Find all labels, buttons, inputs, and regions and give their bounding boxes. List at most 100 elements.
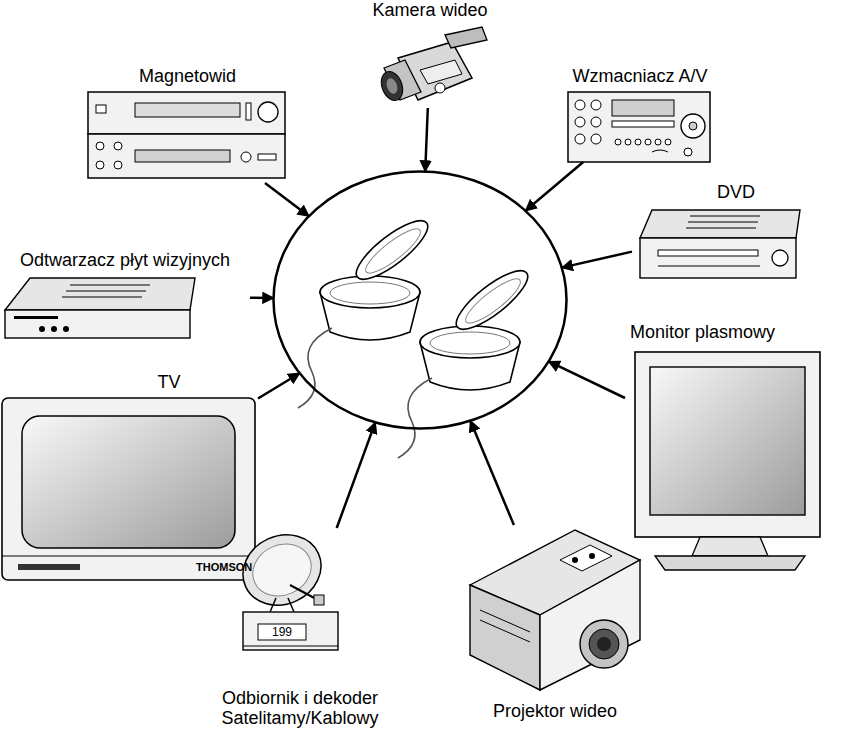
videodisc-player-drawing [39, 326, 45, 332]
arrow-connector [250, 296, 274, 299]
arrow-connector [562, 252, 632, 268]
vcr-drawing [96, 161, 104, 169]
amplifier-drawing [575, 134, 585, 144]
vcr-node: Magnetowid [85, 66, 290, 183]
monitor-node: Monitor plasmowy [625, 322, 830, 572]
projector-drawing [480, 610, 530, 632]
projector-drawing [470, 585, 540, 690]
amplifier-drawing [591, 117, 601, 127]
tv-drawing [2, 398, 255, 580]
projector-drawing [572, 557, 578, 563]
amplifier-drawing [652, 150, 668, 152]
videodisc-player-drawing [62, 297, 142, 298]
plasma-monitor-drawing [635, 352, 820, 537]
dvd-player-drawing [686, 228, 756, 229]
device-label: Projektor wideo [493, 701, 617, 722]
device-label: Magnetowid [139, 66, 236, 87]
amplifier-drawing [665, 139, 671, 145]
arrow-connector [549, 361, 625, 398]
plasma-monitor-drawing [650, 367, 805, 515]
amplifier-drawing [625, 139, 631, 145]
amplifier-drawing [575, 100, 585, 110]
satellite-receiver-drawing [243, 612, 338, 650]
satellite-receiver-drawing [244, 535, 320, 606]
hub-circle [272, 170, 568, 430]
amplifier-drawing [612, 121, 674, 127]
vcr-drawing [114, 161, 122, 169]
amplifier-node: Wzmacniacz A/V [562, 66, 718, 162]
device-label: Odtwarzacz płyt wizyjnych [20, 250, 230, 271]
videodisc-player-drawing [66, 291, 146, 292]
satellite-receiver-drawing [258, 624, 306, 640]
arrow-connector [258, 373, 300, 398]
camcorder-drawing [377, 27, 487, 104]
projector-drawing [540, 560, 640, 690]
vcr-drawing [88, 92, 285, 134]
videodisc-player-drawing [5, 310, 190, 338]
camcorder-drawing [377, 68, 406, 103]
videodisc-player-drawing [51, 326, 57, 332]
arrow-connector [265, 183, 309, 216]
camcorder-node: Kamera wideo [355, 0, 505, 108]
vcr-drawing [88, 134, 285, 178]
tv-drawing [2, 398, 255, 580]
dvd-player-drawing [658, 250, 758, 256]
projector-drawing [470, 530, 640, 690]
arrow-connector [470, 421, 514, 525]
vcr-drawing [114, 142, 122, 150]
dvd-player-drawing [640, 210, 800, 238]
videodisc-player-drawing [14, 316, 58, 319]
dvd-player-drawing [688, 222, 758, 223]
device-label: TV [157, 372, 180, 393]
arrow-connector [525, 162, 583, 211]
tv-drawing [22, 416, 235, 548]
device-label: Odbiornik i dekoder Satelitamy/Kablowy [210, 688, 390, 729]
camcorder-drawing [445, 27, 487, 48]
dvd-player-drawing [690, 216, 760, 217]
projector-drawing [480, 620, 530, 642]
dvd-player-drawing [640, 210, 800, 278]
projector-drawing [589, 553, 595, 559]
camcorder-drawing [420, 60, 462, 84]
videodisc-player-drawing [5, 278, 195, 310]
satellite-node: Odbiornik i dekoder Satelitamy/Kablowy [210, 528, 390, 729]
amplifier-drawing [655, 139, 661, 145]
amplifier-drawing [681, 114, 705, 138]
projector-node: Projektor wideo [465, 525, 645, 722]
amplifier-drawing [568, 92, 710, 162]
cable-clip-illustration [298, 212, 435, 408]
camcorder-drawing [385, 77, 400, 95]
videodisc-node: Odtwarzacz płyt wizyjnych [0, 250, 250, 342]
videodisc-player-drawing [70, 285, 150, 286]
projector-drawing [580, 620, 628, 668]
dvd-player-drawing [658, 266, 760, 267]
amplifier-drawing [684, 148, 692, 156]
vcr-drawing [96, 105, 106, 113]
plasma-monitor-drawing [655, 556, 805, 570]
amplifier-drawing [612, 100, 674, 116]
amplifier-drawing [689, 122, 697, 130]
dvd-player-drawing [640, 238, 796, 278]
display-number: 199 [258, 625, 306, 639]
amplifier-drawing [635, 139, 641, 145]
amplifier-drawing [591, 134, 601, 144]
tv-drawing [18, 564, 80, 570]
videodisc-player-drawing [5, 278, 195, 338]
satellite-receiver-drawing [270, 598, 294, 612]
vcr-drawing [246, 103, 251, 120]
videodisc-player-drawing [63, 326, 69, 332]
device-label: Kamera wideo [372, 0, 487, 21]
device-label: Wzmacniacz A/V [572, 66, 707, 87]
device-label: DVD [717, 182, 755, 203]
arrow-connector [425, 108, 428, 172]
plasma-monitor-drawing [692, 537, 768, 556]
arrow-connector [337, 422, 376, 528]
plasma-monitor-drawing [635, 352, 820, 570]
satellite-receiver-drawing [314, 595, 324, 605]
hub-outline [274, 172, 567, 429]
projector-drawing [597, 637, 611, 651]
amplifier-drawing [591, 100, 601, 110]
amplifier-drawing [615, 139, 621, 145]
